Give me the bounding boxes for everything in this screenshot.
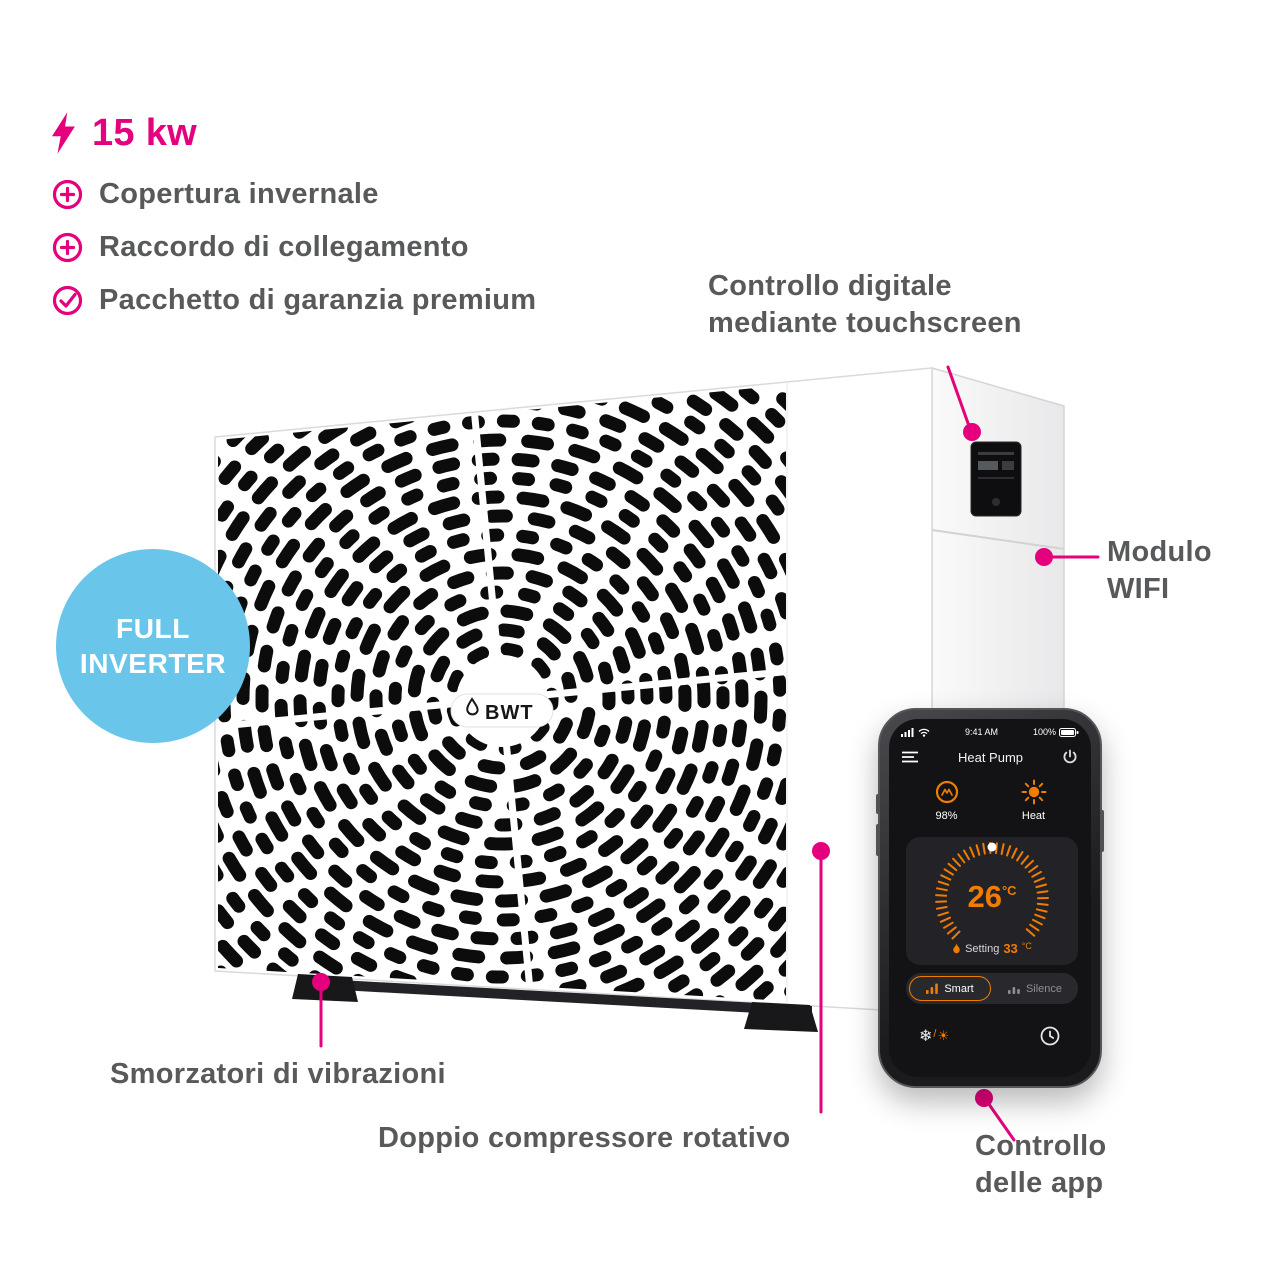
app-title: Heat Pump bbox=[957, 749, 1024, 765]
flame-icon bbox=[953, 942, 960, 953]
callout-dot-compressor bbox=[812, 842, 830, 860]
battery-percent: 100% bbox=[1032, 727, 1056, 737]
badge-line2: INVERTER bbox=[79, 648, 227, 679]
touchscreen-display bbox=[970, 441, 1022, 517]
bwt-logo: BWT bbox=[450, 693, 554, 728]
silence-bars-icon bbox=[1007, 987, 1020, 994]
status-time: 9:41 AM bbox=[964, 727, 998, 737]
fan-grille bbox=[218, 385, 786, 1001]
sun-icon: ☀ bbox=[937, 1028, 950, 1043]
phone-bottom-icons: ❄ / ☀ bbox=[919, 1025, 1061, 1047]
full-inverter-badge: FULL INVERTER bbox=[56, 549, 250, 743]
mode-toggle: Smart Silence bbox=[906, 973, 1078, 1004]
feature-label: Pacchetto di garanzia premium bbox=[99, 284, 537, 316]
power-label: 15 kw bbox=[92, 111, 198, 154]
capacity-value: 98% bbox=[935, 810, 958, 822]
smartphone: 9:41 AM 100% Heat Pump bbox=[876, 708, 1104, 1088]
feature-item: Raccordo di collegamento bbox=[52, 221, 536, 274]
callout-line-touchscreen bbox=[946, 365, 971, 428]
callout-app-label: Controllo delle app bbox=[975, 1130, 1107, 1199]
power-icon bbox=[1063, 749, 1077, 764]
bwt-drop-icon bbox=[466, 697, 479, 716]
check-circle-icon bbox=[52, 285, 83, 316]
feature-label: Raccordo di collegamento bbox=[99, 231, 469, 263]
smart-bars-icon bbox=[926, 983, 939, 994]
plus-circle-icon bbox=[52, 232, 83, 263]
setting-row: Setting 33 °C bbox=[906, 941, 1078, 956]
signal-icon bbox=[901, 727, 914, 737]
volume-button bbox=[876, 794, 880, 814]
heat-mode-indicator: Heat bbox=[1021, 779, 1047, 822]
power-side-button bbox=[1100, 810, 1104, 852]
smart-button: Smart bbox=[909, 976, 991, 1001]
app-header: Heat Pump bbox=[902, 746, 1078, 768]
callout-line-app bbox=[984, 1098, 1016, 1142]
badge-line1: FULL bbox=[116, 613, 190, 644]
plus-circle-icon bbox=[52, 179, 83, 210]
silence-button: Silence bbox=[995, 976, 1075, 1001]
snowflake-icon: ❄ bbox=[919, 1028, 933, 1045]
callout-dot-vibration bbox=[312, 973, 330, 991]
feature-item: Copertura invernale bbox=[52, 168, 536, 221]
feature-list: 15 kw Copertura invernale Raccordo di co… bbox=[52, 104, 536, 327]
wifi-icon bbox=[918, 728, 930, 737]
phone-statusbar: 9:41 AM 100% bbox=[901, 727, 1079, 737]
mode-status-row: 98% Heat bbox=[903, 779, 1077, 822]
feature-label: Copertura invernale bbox=[99, 178, 379, 210]
sun-icon bbox=[1021, 779, 1046, 805]
current-temp: 26°C bbox=[967, 879, 1017, 914]
battery-icon bbox=[1059, 727, 1079, 737]
menu-icon bbox=[902, 751, 918, 763]
callout-dot-touchscreen bbox=[963, 423, 981, 441]
capacity-indicator: 98% bbox=[934, 779, 960, 822]
callout-vibration-label: Smorzatori di vibrazioni bbox=[110, 1058, 446, 1090]
callout-wifi-label: Modulo WIFI bbox=[1107, 536, 1212, 605]
feature-power: 15 kw bbox=[52, 104, 536, 162]
brand-text: BWT bbox=[485, 702, 534, 724]
lightning-icon bbox=[52, 112, 75, 154]
callout-touchscreen-label: Controllo digitale mediante touchscreen bbox=[708, 270, 1022, 339]
feature-item: Pacchetto di garanzia premium bbox=[52, 274, 536, 327]
timer-clock-icon bbox=[1040, 1026, 1060, 1046]
temperature-dial: 26°C Setting 33 °C bbox=[906, 837, 1078, 965]
callout-compressor-label: Doppio compressore rotativo bbox=[378, 1122, 791, 1154]
phone-screen: 9:41 AM 100% Heat Pump bbox=[889, 719, 1091, 1077]
climate-mode-icon: ❄ / ☀ bbox=[919, 1028, 950, 1045]
callout-dot-wifi bbox=[1035, 548, 1053, 566]
dial-indicator-dot bbox=[987, 842, 997, 852]
callout-dot-app bbox=[975, 1089, 993, 1107]
capacity-gauge-icon bbox=[935, 780, 958, 804]
heat-mode-label: Heat bbox=[1021, 810, 1046, 822]
wifi-module-seam bbox=[931, 529, 1065, 550]
volume-button bbox=[876, 824, 880, 856]
